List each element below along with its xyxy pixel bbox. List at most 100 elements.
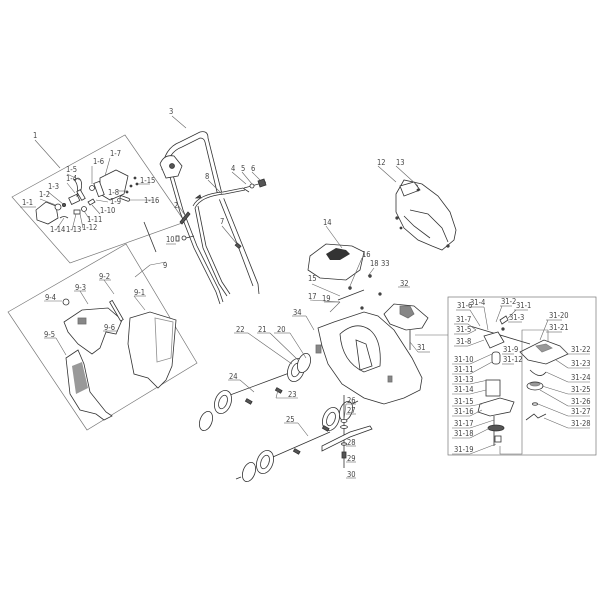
svg-text:9-3: 9-3: [75, 283, 86, 292]
svg-text:21: 21: [258, 325, 267, 334]
svg-text:1-2: 1-2: [39, 190, 50, 199]
svg-text:31-27: 31-27: [571, 407, 591, 416]
deck-group: [315, 303, 429, 405]
svg-text:25: 25: [286, 415, 295, 424]
svg-text:29: 29: [347, 454, 356, 463]
svg-text:31-15: 31-15: [454, 397, 474, 406]
label-31: 31: [417, 343, 426, 352]
svg-text:9-2: 9-2: [99, 272, 110, 281]
svg-text:26: 26: [347, 396, 356, 405]
svg-text:1-16: 1-16: [144, 196, 159, 205]
motor-group: 31: [409, 296, 597, 456]
svg-text:31-10: 31-10: [454, 355, 474, 364]
switch-box-labels: 1-1 1-2 1-3 1-4 1-5 1-6 1-7 1-8 1-9 1-10…: [20, 149, 159, 234]
svg-text:31-16: 31-16: [454, 407, 474, 416]
svg-text:5: 5: [241, 164, 245, 173]
svg-text:31-21: 31-21: [549, 323, 569, 332]
svg-text:1-13: 1-13: [66, 225, 81, 234]
svg-text:1-11: 1-11: [87, 215, 102, 224]
svg-text:4: 4: [231, 164, 235, 173]
battery-labels: 14 15 16 17 18 33 32: [308, 218, 410, 303]
svg-text:6: 6: [251, 164, 255, 173]
svg-text:31-23: 31-23: [571, 359, 591, 368]
svg-text:7: 7: [220, 217, 224, 226]
svg-text:27: 27: [347, 406, 356, 415]
svg-text:3: 3: [169, 107, 173, 116]
battery-cover-group: [395, 179, 457, 251]
svg-text:22: 22: [236, 325, 245, 334]
svg-text:31-2: 31-2: [501, 297, 516, 306]
grass-box-group: 9: [7, 243, 198, 431]
svg-text:20: 20: [277, 325, 286, 334]
svg-text:15: 15: [308, 274, 317, 283]
svg-text:31-22: 31-22: [571, 345, 591, 354]
svg-text:1-5: 1-5: [66, 165, 77, 174]
svg-text:1-8: 1-8: [108, 188, 119, 197]
svg-text:31-9: 31-9: [503, 345, 518, 354]
blade-labels: 26 27 28 29 30: [343, 396, 356, 479]
svg-text:31-20: 31-20: [549, 311, 569, 320]
svg-text:31-6: 31-6: [457, 301, 472, 310]
svg-text:19: 19: [322, 294, 331, 303]
svg-text:9-1: 9-1: [134, 288, 145, 297]
svg-text:31-4: 31-4: [470, 298, 485, 307]
svg-text:13: 13: [396, 158, 405, 167]
svg-text:31-1: 31-1: [516, 301, 531, 310]
svg-text:1-3: 1-3: [48, 182, 59, 191]
svg-text:31-28: 31-28: [571, 419, 591, 428]
handle-group: [143, 131, 267, 305]
svg-text:16: 16: [362, 250, 371, 259]
svg-text:10: 10: [166, 235, 175, 244]
wheels-group: [199, 352, 359, 483]
svg-text:14: 14: [323, 218, 332, 227]
deck-labels: 19 20 21 22 23 24 25 34: [228, 294, 341, 437]
svg-text:9-4: 9-4: [45, 293, 56, 302]
battery-group: [307, 243, 382, 310]
svg-text:30: 30: [347, 470, 356, 479]
svg-text:31-17: 31-17: [454, 419, 474, 428]
svg-text:31-18: 31-18: [454, 429, 474, 438]
svg-text:8: 8: [205, 172, 209, 181]
svg-text:17: 17: [308, 292, 317, 301]
svg-text:31-26: 31-26: [571, 397, 591, 406]
svg-text:31-5: 31-5: [456, 325, 471, 334]
svg-text:32: 32: [400, 279, 409, 288]
svg-text:1-12: 1-12: [82, 223, 97, 232]
svg-text:31-14: 31-14: [454, 385, 474, 394]
svg-text:31-11: 31-11: [454, 365, 474, 374]
battery-pack: [307, 243, 365, 281]
switch-housing-left: [35, 201, 59, 225]
svg-text:1-10: 1-10: [100, 206, 115, 215]
motor-labels: 31-6 31-4 31-2 31-1 31-3 31-7 31-5 31-8 …: [452, 297, 591, 455]
switch-box-group: 1 1-1 1-2 1-3 1-4 1-5 1-6: [11, 131, 186, 264]
svg-text:31-19: 31-19: [454, 445, 474, 454]
svg-text:31-3: 31-3: [509, 313, 524, 322]
svg-text:34: 34: [293, 308, 302, 317]
svg-text:31-13: 31-13: [454, 375, 474, 384]
svg-text:31-25: 31-25: [571, 385, 591, 394]
svg-text:18: 18: [370, 259, 379, 268]
blade: [321, 425, 373, 452]
label-1: 1: [33, 131, 37, 140]
battery-cover-labels: 12 13: [377, 158, 419, 187]
svg-text:9-5: 9-5: [44, 330, 55, 339]
label-9: 9: [163, 261, 167, 270]
svg-text:1-15: 1-15: [140, 176, 155, 185]
svg-text:12: 12: [377, 158, 386, 167]
svg-text:9-6: 9-6: [104, 323, 115, 332]
svg-text:31-8: 31-8: [456, 337, 471, 346]
svg-text:1-6: 1-6: [93, 157, 104, 166]
svg-text:28: 28: [347, 438, 356, 447]
svg-text:1-4: 1-4: [66, 174, 77, 183]
svg-text:24: 24: [229, 372, 238, 381]
svg-text:1-14: 1-14: [50, 225, 65, 234]
grass-box-labels: 9-1 9-2 9-3 9-4 9-5 9-6: [44, 272, 146, 356]
svg-text:31-12: 31-12: [503, 355, 523, 364]
svg-text:33: 33: [381, 259, 390, 268]
svg-text:2: 2: [174, 201, 178, 210]
svg-text:31-7: 31-7: [456, 315, 471, 324]
handle-labels: 3 2 4 5 6 7 8 10: [166, 107, 261, 245]
svg-text:1-1: 1-1: [22, 198, 33, 207]
blade-group: [321, 395, 373, 468]
